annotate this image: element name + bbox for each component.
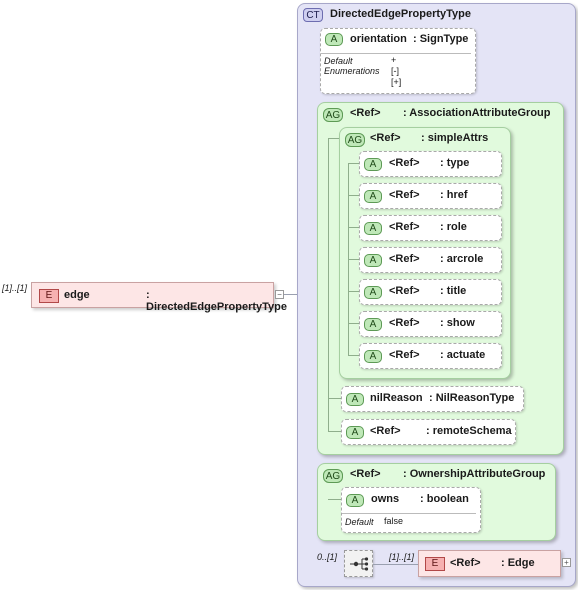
default-label: Default bbox=[324, 56, 353, 66]
attribute-divider bbox=[342, 513, 476, 514]
default-label: Default bbox=[345, 517, 374, 527]
connector-simple-attrs bbox=[328, 138, 340, 139]
connector-nil-reason bbox=[328, 398, 342, 399]
connector-item bbox=[348, 323, 360, 324]
sequence-compositor[interactable] bbox=[344, 550, 373, 577]
attribute-ref: <Ref> bbox=[389, 221, 420, 233]
attribute-ref: <Ref> bbox=[370, 425, 401, 437]
attribute-group-ref: <Ref> bbox=[370, 132, 401, 144]
attribute-name: : title bbox=[440, 285, 467, 297]
attribute-badge: A bbox=[325, 33, 343, 46]
expand-toggle-icon[interactable]: + bbox=[562, 558, 571, 567]
attribute-ref: <Ref> bbox=[389, 189, 420, 201]
attribute-ref: <Ref> bbox=[389, 317, 420, 329]
connector-owns bbox=[328, 499, 342, 500]
enumeration-value: [-] bbox=[391, 66, 399, 76]
attribute-badge: A bbox=[364, 222, 382, 235]
attribute-ref: <Ref> bbox=[389, 349, 420, 361]
enumeration-value: [+] bbox=[391, 77, 402, 87]
attribute-ref-title[interactable]: A <Ref> : title bbox=[359, 279, 502, 305]
attribute-type: : SignType bbox=[413, 33, 469, 45]
edge-occurs: [1]..[1] bbox=[389, 552, 415, 562]
attribute-badge: A bbox=[346, 426, 364, 439]
attribute-ref-actuate[interactable]: A <Ref> : actuate bbox=[359, 343, 502, 369]
attribute-name: nilReason bbox=[370, 392, 423, 404]
attribute-group-badge: AG bbox=[323, 469, 343, 483]
attribute-badge: A bbox=[364, 190, 382, 203]
attribute-divider bbox=[321, 53, 471, 54]
attribute-ref: <Ref> bbox=[389, 285, 420, 297]
attribute-ref-type[interactable]: A <Ref> : type bbox=[359, 151, 502, 177]
attribute-name: owns bbox=[371, 493, 400, 505]
attribute-ref: <Ref> bbox=[389, 157, 420, 169]
attribute-group-badge: AG bbox=[323, 108, 343, 122]
connector-sequence-to-edge bbox=[373, 564, 419, 565]
attribute-ref: <Ref> bbox=[389, 253, 420, 265]
attribute-name: : type bbox=[440, 157, 470, 169]
attribute-badge: A bbox=[364, 158, 382, 171]
sequence-occurs: 0..[1] bbox=[317, 552, 338, 562]
element-badge: E bbox=[39, 289, 59, 303]
attribute-type: : NilReasonType bbox=[429, 392, 515, 404]
element-ref-edge[interactable]: E <Ref> : Edge bbox=[418, 550, 561, 577]
attribute-group-name: : simpleAttrs bbox=[421, 132, 489, 144]
attribute-badge: A bbox=[346, 393, 364, 406]
element-badge: E bbox=[425, 557, 445, 571]
attribute-name: : role bbox=[440, 221, 467, 233]
attribute-badge: A bbox=[364, 254, 382, 267]
root-element-edge[interactable]: E edge : DirectedEdgePropertyType bbox=[31, 282, 287, 313]
attribute-group-name: : OwnershipAttributeGroup bbox=[403, 468, 546, 480]
attribute-badge: A bbox=[364, 350, 382, 363]
attribute-name: : show bbox=[440, 317, 475, 329]
attribute-ref-arcrole[interactable]: A <Ref> : arcrole bbox=[359, 247, 502, 273]
attribute-ref-remote-schema[interactable]: A <Ref> : remoteSchema bbox=[341, 419, 516, 445]
attribute-orientation[interactable]: A orientation : SignType Default + Enume… bbox=[320, 28, 476, 94]
attribute-group-badge: AG bbox=[345, 133, 365, 147]
connector-item bbox=[348, 355, 360, 356]
attribute-name: : href bbox=[440, 189, 468, 201]
connector-item bbox=[348, 291, 360, 292]
attribute-badge: A bbox=[364, 318, 382, 331]
attribute-group-ref: <Ref> bbox=[350, 107, 381, 119]
connector-item bbox=[348, 227, 360, 228]
root-element-name: edge bbox=[64, 289, 90, 301]
attribute-badge: A bbox=[346, 494, 364, 507]
attribute-name: : actuate bbox=[440, 349, 486, 361]
complex-type-badge: CT bbox=[303, 8, 323, 22]
attribute-group-ref: <Ref> bbox=[350, 468, 381, 480]
connector-item bbox=[348, 195, 360, 196]
attribute-name: orientation bbox=[350, 33, 407, 45]
element-ref: <Ref> bbox=[450, 557, 481, 569]
attribute-type: : boolean bbox=[420, 493, 469, 505]
attribute-name: : remoteSchema bbox=[426, 425, 512, 437]
attribute-owns[interactable]: A owns : boolean Default false bbox=[341, 487, 481, 533]
attribute-nil-reason[interactable]: A nilReason : NilReasonType bbox=[341, 386, 524, 412]
complex-type-name: DirectedEdgePropertyType bbox=[330, 8, 472, 20]
connector-remote-schema bbox=[328, 431, 342, 432]
connector-association-vertical bbox=[328, 138, 329, 432]
root-element-type: : DirectedEdgePropertyType bbox=[146, 289, 288, 313]
root-occurs: [1]..[1] bbox=[2, 283, 28, 293]
attribute-badge: A bbox=[364, 286, 382, 299]
attribute-name: : arcrole bbox=[440, 253, 484, 265]
attribute-ref-show[interactable]: A <Ref> : show bbox=[359, 311, 502, 337]
collapse-toggle-icon[interactable]: − bbox=[275, 290, 284, 299]
sequence-icon bbox=[350, 557, 369, 571]
default-value: + bbox=[391, 55, 397, 65]
attribute-ref-role[interactable]: A <Ref> : role bbox=[359, 215, 502, 241]
element-name: : Edge bbox=[501, 557, 535, 569]
attribute-group-name: : AssociationAttributeGroup bbox=[403, 107, 551, 119]
attribute-ref-href[interactable]: A <Ref> : href bbox=[359, 183, 502, 209]
default-value: false bbox=[384, 516, 404, 526]
connector-item bbox=[348, 259, 360, 260]
enumerations-label: Enumerations bbox=[324, 66, 380, 76]
connector-item bbox=[348, 163, 360, 164]
